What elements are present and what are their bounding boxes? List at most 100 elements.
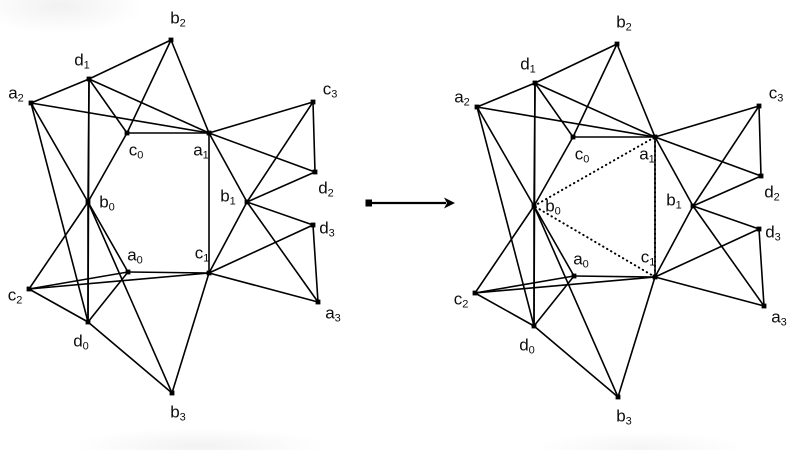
label-index: 3 <box>334 312 341 325</box>
vertex-dot <box>310 222 316 228</box>
vertex-dot <box>125 269 131 275</box>
graph-edge <box>654 228 760 278</box>
label-index: 3 <box>777 92 784 105</box>
graph-edge <box>246 201 314 226</box>
vertex-dot <box>168 37 174 43</box>
right-vertex-label-a0: a0 <box>573 251 589 271</box>
vertex-dot <box>531 203 537 209</box>
right-vertex-label-b3: b3 <box>616 408 632 428</box>
vertex-dot <box>756 103 762 109</box>
label-index: 0 <box>136 254 143 267</box>
graph-edge <box>533 325 619 398</box>
graph-edge <box>616 43 656 138</box>
vertex-dot <box>652 274 658 280</box>
label-index: 1 <box>229 195 236 208</box>
right-vertex-label-c1: c1 <box>641 249 656 269</box>
label-letter: b <box>616 12 626 32</box>
graph-edge <box>88 78 128 134</box>
left-vertex-label-a3: a3 <box>325 303 341 325</box>
label-letter: b <box>220 186 230 206</box>
label-index: 1 <box>202 149 209 162</box>
label-index: 2 <box>179 17 186 30</box>
label-index: 3 <box>328 227 335 240</box>
graph-edge <box>654 205 694 278</box>
graph-edge <box>28 288 89 323</box>
graph-edge <box>87 321 173 394</box>
label-index: 0 <box>108 201 115 214</box>
label-letter: b <box>170 8 180 28</box>
label-letter: d <box>318 178 328 198</box>
left-vertex-label-b1: b1 <box>220 186 236 208</box>
graph-edge <box>654 276 765 307</box>
label-index: 2 <box>773 191 780 204</box>
graph-edge <box>474 275 575 294</box>
label-letter: a <box>325 303 335 323</box>
graph-edge <box>474 292 535 327</box>
label-letter: c <box>574 144 584 164</box>
left-vertex-label-b0: b0 <box>99 194 115 214</box>
label-letter: a <box>771 307 781 327</box>
left-vertex-label-a2: a2 <box>8 85 24 105</box>
vertex-dot <box>532 80 538 86</box>
graph-edge <box>476 82 536 108</box>
right-vertex-label-a1: a1 <box>639 146 655 166</box>
graph-edge <box>30 102 89 323</box>
vertex-dot <box>206 130 212 136</box>
graph-edge <box>573 275 656 278</box>
graph-edge <box>533 136 574 207</box>
graph-edge <box>30 102 210 134</box>
vertex-dot <box>761 303 767 309</box>
left-vertex-label-b2: b2 <box>170 8 186 30</box>
vertex-dot <box>690 203 696 209</box>
right-vertex-label-c0: c0 <box>574 144 590 166</box>
transformation-arrow <box>365 197 455 209</box>
vertex-dot <box>86 76 92 82</box>
label-index: 1 <box>648 153 655 166</box>
graph-edge <box>617 276 656 398</box>
label-index: 1 <box>83 59 90 72</box>
label-index: 3 <box>774 231 781 244</box>
label-index: 1 <box>649 256 656 269</box>
graph-edge <box>208 272 319 303</box>
left-vertex-label-c3: c3 <box>323 81 338 101</box>
label-index: 3 <box>331 88 338 101</box>
graph-edge <box>30 78 90 104</box>
left-vertex-label-a1: a1 <box>193 142 209 162</box>
label-letter: d <box>765 222 775 242</box>
label-letter: d <box>73 331 83 351</box>
graph-edge <box>208 224 314 274</box>
right-graph-edges <box>474 43 765 398</box>
graph-edge <box>28 201 89 290</box>
label-index: 1 <box>675 199 682 212</box>
right-vertex-label-a3: a3 <box>771 307 787 329</box>
vertex-dot <box>169 390 175 396</box>
graph-edge <box>88 39 172 80</box>
vertex-dot <box>472 290 478 296</box>
right-vertex-label-c2: c2 <box>454 291 469 311</box>
label-letter: b <box>170 402 180 422</box>
graph-edge <box>312 224 319 303</box>
graph-edge <box>170 39 210 134</box>
graph-edge <box>476 106 535 327</box>
right-vertex-label-d2: d2 <box>764 184 780 204</box>
label-letter: c <box>7 285 17 305</box>
graph-edge <box>246 101 314 203</box>
graph-edge <box>654 136 694 207</box>
vertex-dot <box>614 41 620 47</box>
graph-edge <box>246 171 316 203</box>
graph-edge <box>533 205 619 398</box>
right-vertex-label-d0: d0 <box>519 337 535 357</box>
label-letter: c <box>128 140 138 160</box>
left-vertex-label-d0: d0 <box>73 331 89 353</box>
arrow-tail-square <box>365 199 372 207</box>
graph-edge <box>534 82 656 138</box>
label-index: 2 <box>463 96 470 109</box>
highlight-edge <box>533 205 656 278</box>
vertex-dot <box>570 134 576 140</box>
left-vertex-label-a0: a0 <box>127 247 143 267</box>
label-index: 0 <box>582 258 589 271</box>
graph-edge <box>533 205 575 277</box>
vertex-dot <box>756 226 762 232</box>
label-letter: b <box>666 190 676 210</box>
